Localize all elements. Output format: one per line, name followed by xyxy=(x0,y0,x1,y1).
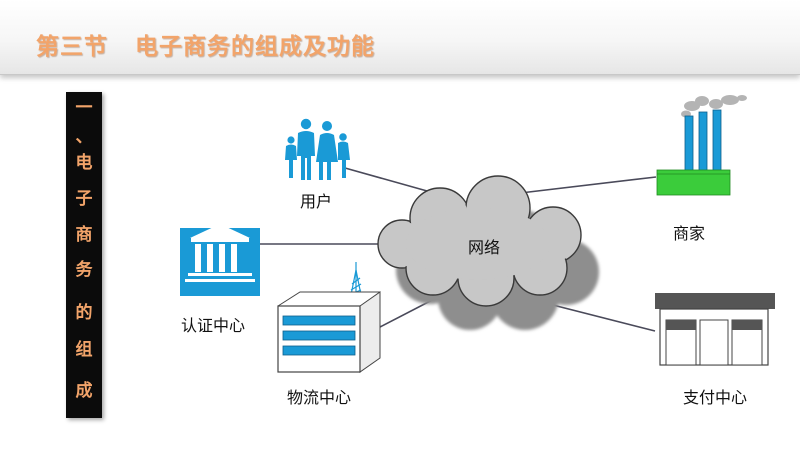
logistics-server-icon xyxy=(277,262,381,373)
network-cloud-icon xyxy=(377,175,599,330)
banner-char: 子 xyxy=(75,189,93,209)
certification-label: 认证中心 xyxy=(181,316,245,335)
institution-building-icon xyxy=(180,224,260,296)
page-title: 第三节 电子商务的组成及功能 xyxy=(36,27,375,61)
section-title: 电子商务的组成及功能 xyxy=(135,34,376,60)
factory-icon xyxy=(656,95,747,196)
banner-char: 、 xyxy=(75,127,93,147)
title-bar: 第三节 电子商务的组成及功能 xyxy=(0,0,800,75)
payment-label: 支付中心 xyxy=(683,388,747,407)
smoke-icon xyxy=(681,95,747,118)
users-family-icon xyxy=(285,118,350,180)
cloud-fill xyxy=(379,177,580,305)
banner-char: 一 xyxy=(75,98,93,118)
banner-char: 组 xyxy=(75,340,93,360)
network-label: 网络 xyxy=(468,238,500,257)
banner-char: 商 xyxy=(75,225,93,245)
banner-char: 的 xyxy=(75,303,93,323)
warehouse-icon xyxy=(655,293,775,366)
merchant-label: 商家 xyxy=(673,224,705,243)
banner-char: 务 xyxy=(75,260,93,280)
logistics-label: 物流中心 xyxy=(287,388,351,407)
section-number: 第三节 xyxy=(36,34,108,60)
banner-char: 电 xyxy=(75,153,93,173)
vertical-banner: 一 、 电 子 商 务 的 组 成 xyxy=(66,92,102,418)
line-merchant-network xyxy=(511,176,657,195)
user-label: 用户 xyxy=(300,192,332,211)
banner-char: 成 xyxy=(75,381,93,401)
